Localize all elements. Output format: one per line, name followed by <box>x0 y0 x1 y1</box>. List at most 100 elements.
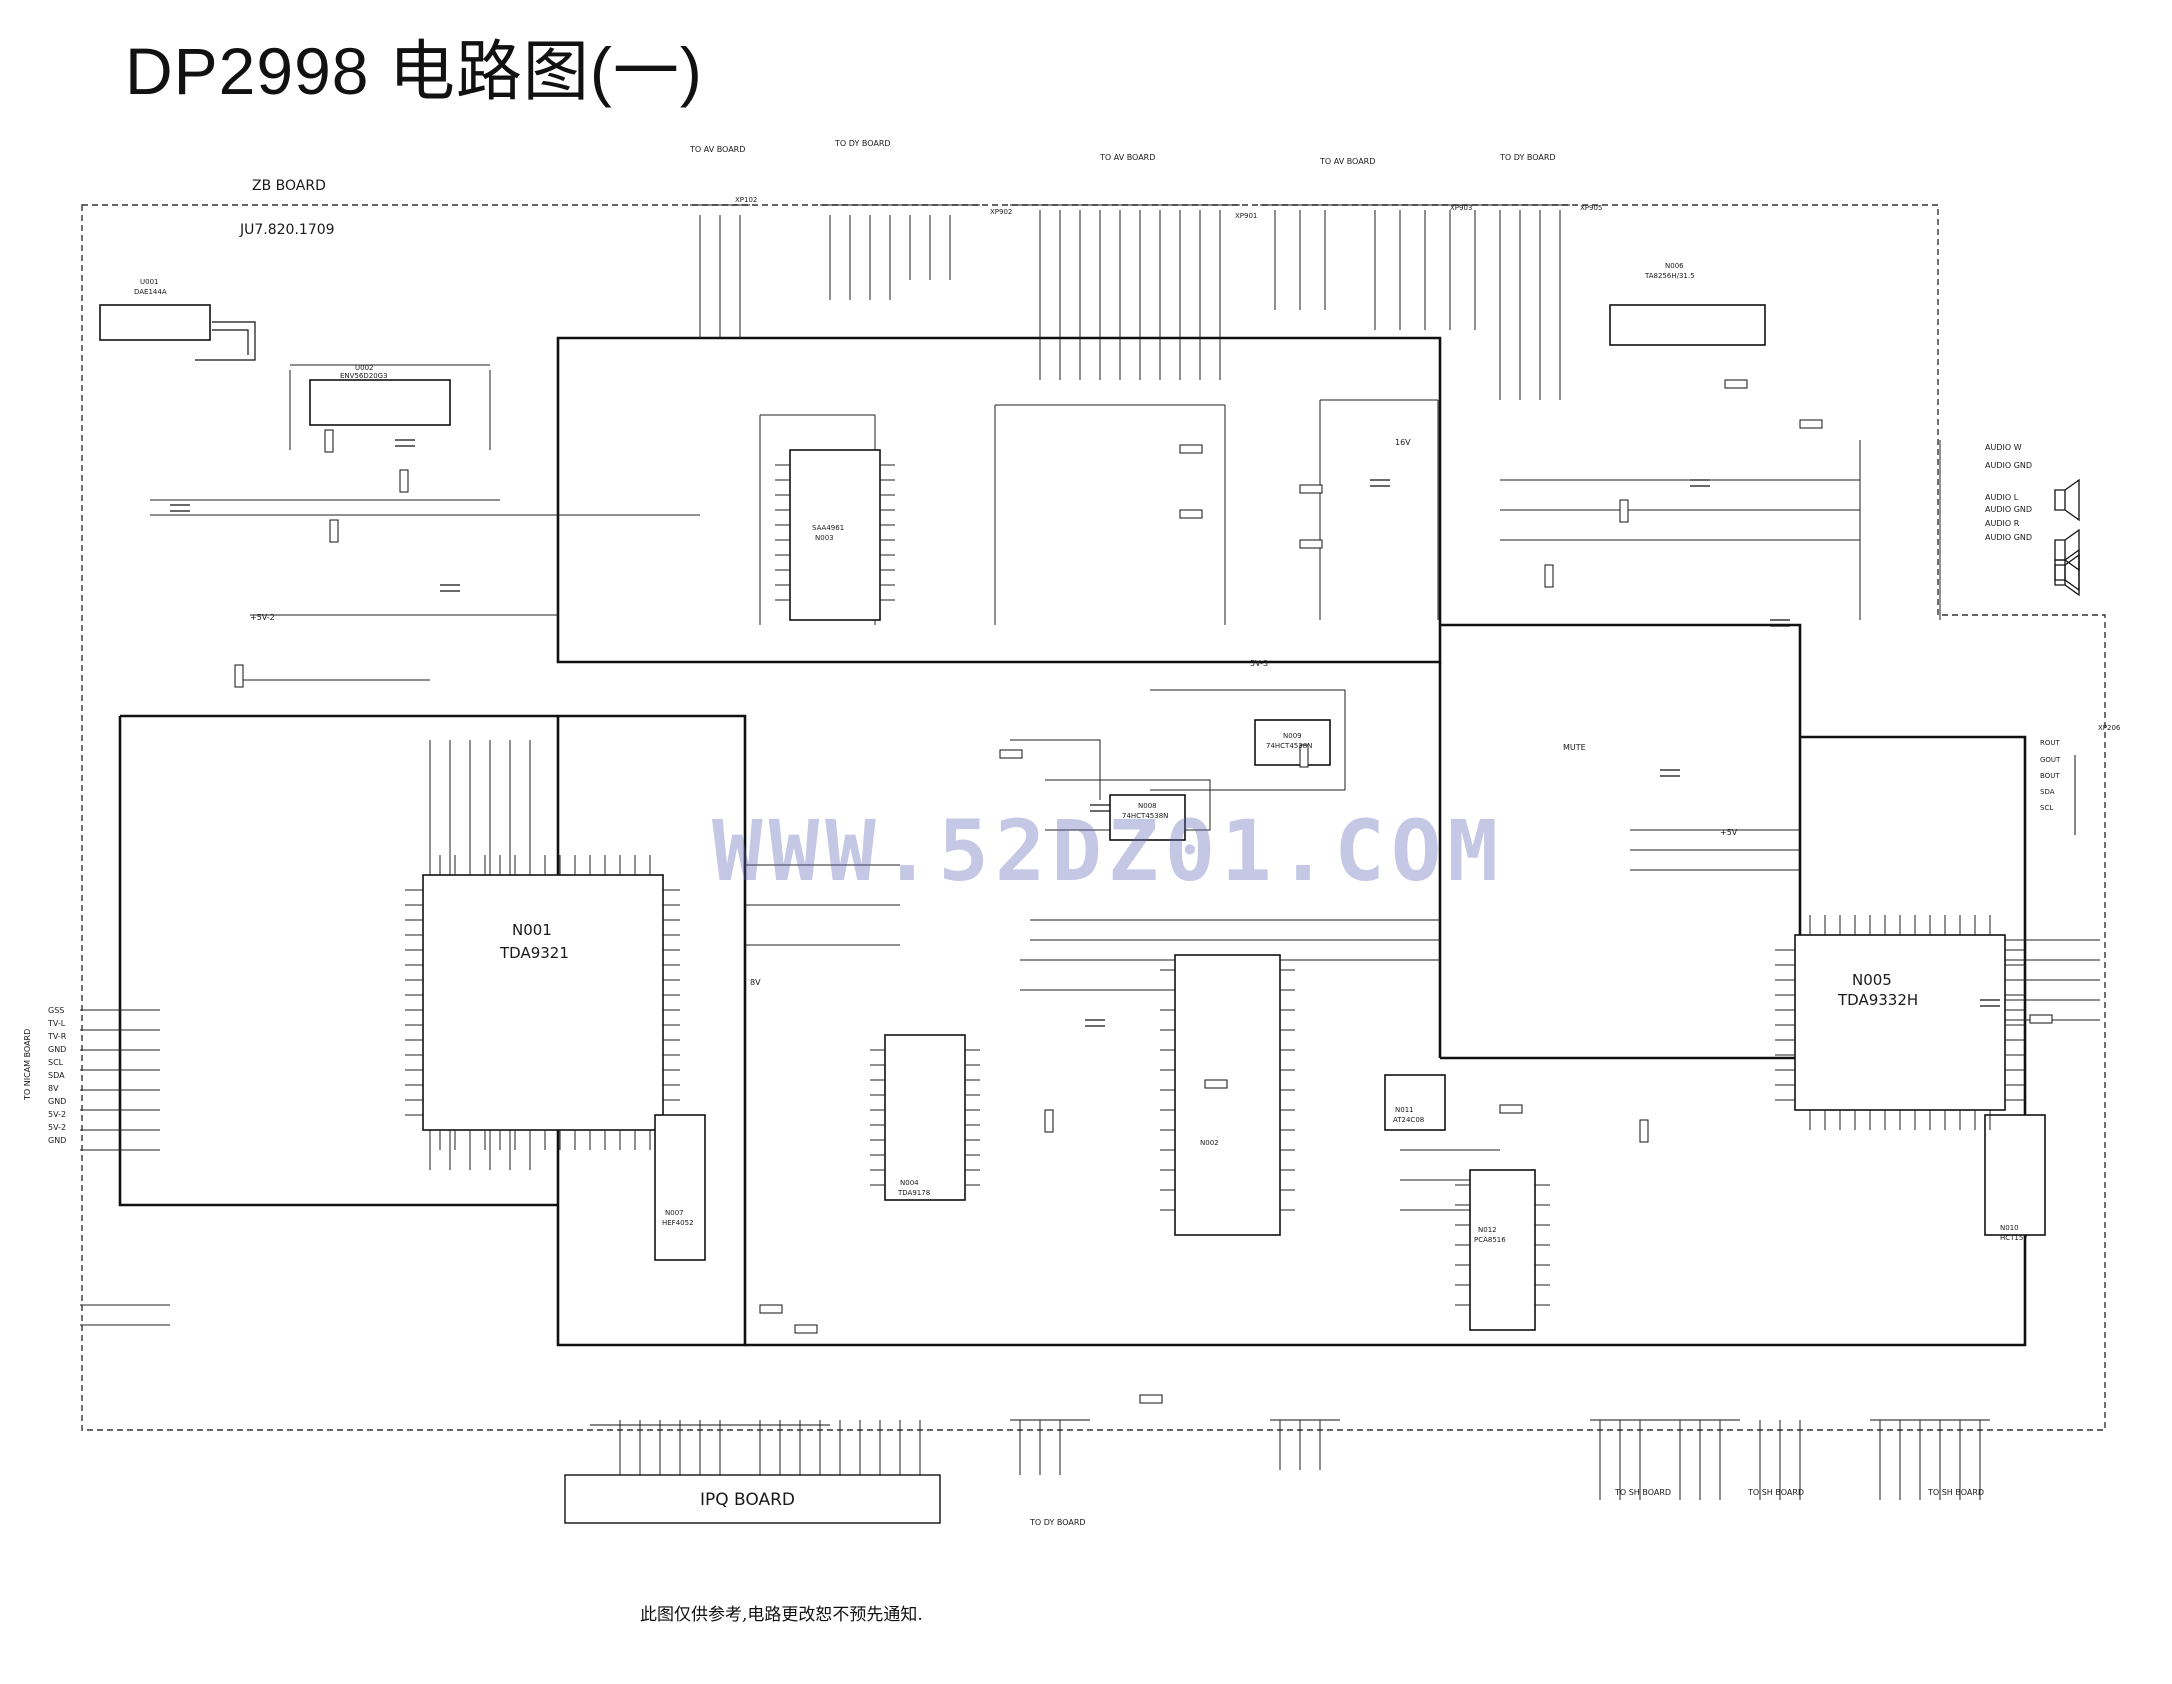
chip-ref: N005 <box>1852 971 1892 989</box>
pin-label: GND <box>48 1097 66 1106</box>
board-name: ZB BOARD <box>252 178 326 194</box>
chip-part: SAA4961 <box>812 524 844 532</box>
chip-part: ENV56D20G3 <box>340 372 388 380</box>
connector-top-ref: XP901 <box>1235 212 1257 220</box>
pin-label: SDA <box>48 1071 65 1080</box>
connector-top-label: TO AV BOARD <box>1319 157 1375 166</box>
chip-ref: N010 <box>2000 1224 2019 1232</box>
pin-label: BOUT <box>2040 772 2060 780</box>
chip-ref: N007 <box>665 1209 684 1217</box>
connector-top-label: TO DY BOARD <box>1499 153 1556 162</box>
chip-ref: N002 <box>1200 1139 1219 1147</box>
pin-label: 5V-2 <box>48 1123 66 1132</box>
chip-ref: N009 <box>1283 732 1302 740</box>
connector-top-ref: XP903 <box>1450 204 1472 212</box>
pin-label: GOUT <box>2040 756 2061 764</box>
connector-bottom-label: TO SH BOARD <box>1614 1488 1671 1497</box>
annotation-mute: MUTE <box>1563 743 1586 752</box>
ic-chips <box>99 304 2046 1331</box>
chip-pins <box>405 464 2025 1306</box>
chip-labels: N001 TDA9321 N005 TDA9332H N002 N003 SAA… <box>134 262 2028 1244</box>
chip-ref: N004 <box>900 1179 919 1187</box>
chip-ref: N006 <box>1665 262 1684 270</box>
connector-top-ref: XP905 <box>1580 204 1602 212</box>
speaker-icon <box>2054 478 2080 597</box>
chip-part: TA8256H/31.5 <box>1644 272 1695 280</box>
chip-ref: N008 <box>1138 802 1157 810</box>
chip-u002 <box>309 379 451 426</box>
chip-n008 <box>1109 794 1186 841</box>
connector-top-label: TO DY BOARD <box>834 139 891 148</box>
page-title: DP2998 电路图(一) <box>125 34 703 108</box>
chip-n007 <box>654 1114 706 1261</box>
chip-n010 <box>1984 1114 2046 1236</box>
chip-part: TDA9321 <box>499 944 569 962</box>
annotations: MUTE +5V-2 +5V 5V-3 8V 16V <box>250 438 1738 987</box>
connector-top-label: TO AV BOARD <box>689 145 745 154</box>
left-connector-label: TO NICAM BOARD <box>23 1029 32 1101</box>
connector-bottom-label: TO SH BOARD <box>1927 1488 1984 1497</box>
chip-ref: N003 <box>815 534 834 542</box>
connector-top-label: TO AV BOARD <box>1099 153 1155 162</box>
chip-part: AT24C08 <box>1393 1116 1424 1124</box>
right-connector-ref: XP206 <box>2098 724 2121 732</box>
chip-part: TDA9178 <box>897 1189 930 1197</box>
pin-label: 8V <box>48 1084 59 1093</box>
board-outline <box>81 204 2106 1431</box>
footnote: 此图仅供参考,电路更改恕不预先通知. <box>640 1605 923 1625</box>
chip-part: TDA9332H <box>1837 991 1918 1009</box>
right-connector-pins: ROUT GOUT BOUT SDA SCL <box>2040 739 2061 812</box>
pin-label: TV-L <box>47 1019 66 1028</box>
audio-label: AUDIO GND <box>1985 533 2032 542</box>
annotation-supply: 16V <box>1395 438 1411 447</box>
chip-part: 74HCT4538N <box>1266 742 1312 750</box>
connector-bottom-label: TO DY BOARD <box>1029 1518 1086 1527</box>
annotation-supply: 5V-3 <box>1250 659 1268 668</box>
audio-label: AUDIO R <box>1985 519 2020 528</box>
chip-ref: U002 <box>355 364 373 372</box>
pin-label: SCL <box>2040 804 2053 812</box>
chip-ref: N001 <box>512 921 552 939</box>
chip-n003 <box>789 449 881 621</box>
chip-n009 <box>1254 719 1331 766</box>
chip-n012 <box>1469 1169 1536 1331</box>
coil-symbol <box>195 321 256 361</box>
pin-label: GSS <box>48 1006 64 1015</box>
chip-n002 <box>1174 954 1281 1236</box>
pin-label: ROUT <box>2040 739 2060 747</box>
pin-label: TV-R <box>47 1032 67 1041</box>
chip-part: HEF4052 <box>662 1219 694 1227</box>
chip-n004 <box>884 1034 966 1201</box>
connector-top-ref: XP102 <box>735 196 757 204</box>
chip-n005 <box>1794 934 2006 1111</box>
board-code: JU7.820.1709 <box>239 222 335 238</box>
audio-label: AUDIO L <box>1985 493 2019 502</box>
chip-ref: U001 <box>140 278 158 286</box>
annotation-supply: 8V <box>750 978 761 987</box>
chip-ref: N012 <box>1478 1226 1497 1234</box>
ipq-board-label: IPQ BOARD <box>700 1490 795 1510</box>
pin-label: GND <box>48 1045 66 1054</box>
annotation-supply: +5V <box>1720 828 1738 837</box>
left-connector-pins: GSS TV-L TV-R GND SCL SDA 8V GND 5V-2 5V… <box>47 1006 67 1145</box>
pin-label: SCL <box>48 1058 64 1067</box>
ipq-board-box <box>564 1474 941 1524</box>
main-bus <box>118 336 2027 1347</box>
annotation-supply: +5V-2 <box>250 613 275 622</box>
chip-part: PCA8516 <box>1474 1236 1506 1244</box>
chip-part: DAE144A <box>134 288 167 296</box>
audio-label: AUDIO W <box>1985 443 2022 452</box>
passive-components <box>234 379 2053 1404</box>
watermark: WWW.52DZ01.COM <box>712 802 1504 900</box>
pin-label: 5V-2 <box>48 1110 66 1119</box>
chip-n011 <box>1384 1074 1446 1131</box>
chip-n001 <box>422 874 664 1131</box>
audio-label: AUDIO GND <box>1985 461 2032 470</box>
capacitors <box>170 439 2000 1027</box>
chip-ref: N011 <box>1395 1106 1414 1114</box>
chip-part: 74HCT4538N <box>1122 812 1168 820</box>
connector-headers <box>590 204 2076 1426</box>
audio-output-labels: AUDIO W AUDIO GND AUDIO L AUDIO GND AUDI… <box>1985 443 2032 542</box>
pin-label: SDA <box>2040 788 2055 796</box>
